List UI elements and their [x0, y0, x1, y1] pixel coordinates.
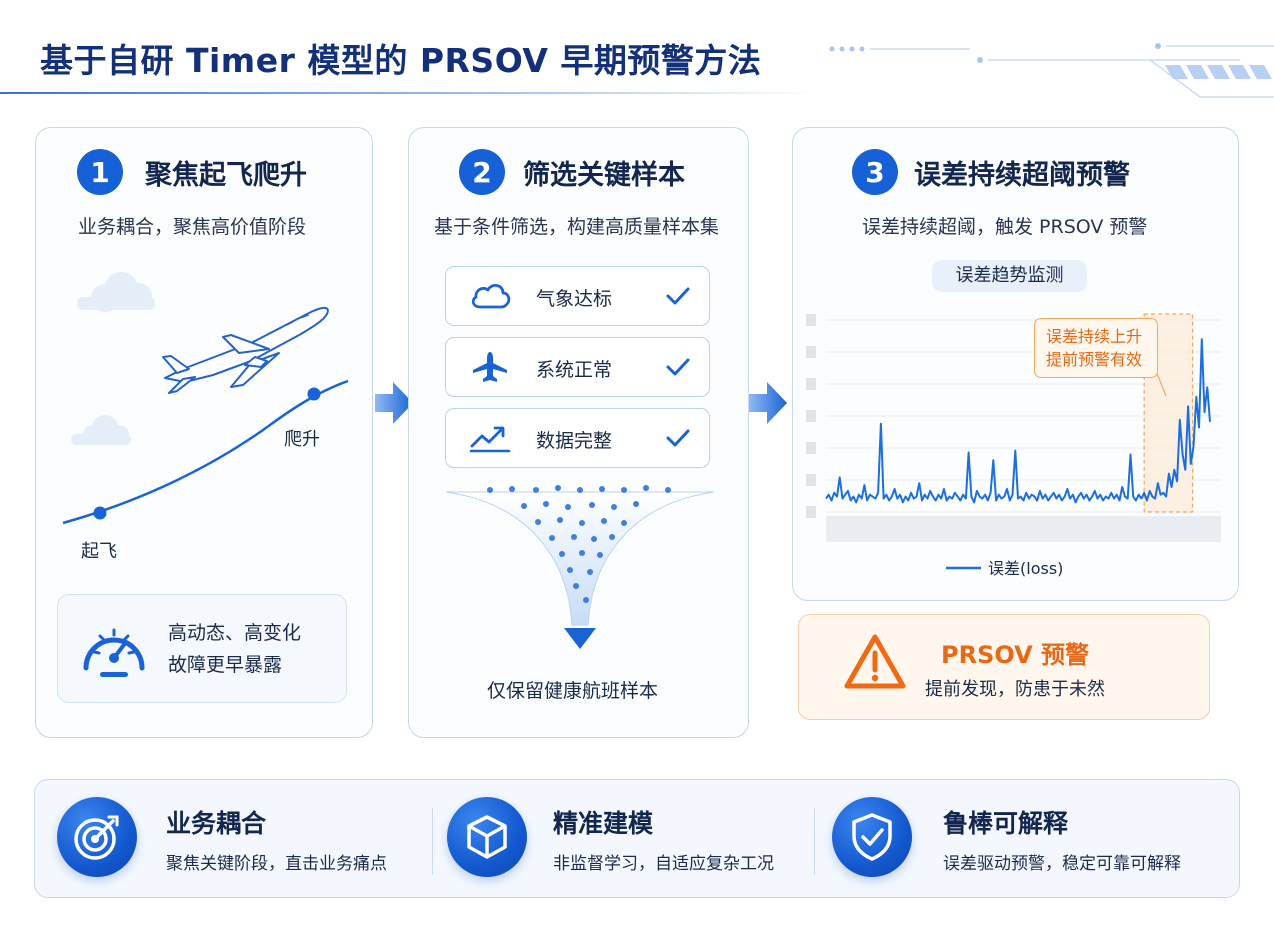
- filter-funnel-illustration: [445, 485, 715, 649]
- step2-subtitle: 基于条件筛选，构建高质量样本集: [434, 216, 720, 238]
- feature-description: 误差驱动预警，稳定可靠可解释: [943, 854, 1181, 874]
- arrow-right-icon: [749, 382, 787, 424]
- step1-title: 聚焦起飞爬升: [145, 159, 307, 191]
- feature-title: 精准建模: [553, 809, 654, 838]
- check-item-label: 气象达标: [536, 288, 613, 310]
- feature-note-line-1: 高动态、高变化: [168, 622, 302, 644]
- step2-header: 2 筛选关键样本: [459, 149, 685, 195]
- chart-title: 误差趋势监测: [932, 260, 1087, 292]
- alert-description: 提前发现，防患于未然: [925, 679, 1105, 700]
- arrow-right-icon: [375, 382, 413, 424]
- feature-description: 聚焦关键阶段，直击业务痛点: [166, 854, 387, 874]
- step1-header: 1 聚焦起飞爬升: [77, 149, 307, 195]
- y-tick-placeholder: [806, 442, 816, 454]
- y-tick-placeholder: [806, 314, 816, 326]
- step1-number-badge: 1: [77, 149, 123, 195]
- flight-trajectory-line: [62, 379, 349, 525]
- y-tick-placeholder: [806, 378, 816, 390]
- feature-divider: [814, 808, 815, 875]
- step2-title: 筛选关键样本: [523, 159, 685, 191]
- y-tick-placeholder: [806, 474, 816, 486]
- airplane-icon: [473, 352, 507, 382]
- checkmark-icon: [666, 358, 690, 376]
- feature-note-line-2: 故障更早暴露: [168, 654, 283, 676]
- checkmark-icon: [666, 429, 690, 447]
- loss-trend-chart: 误差(loss): [806, 313, 1221, 578]
- climb-label: 爬升: [284, 429, 320, 450]
- check-item-label: 系统正常: [536, 359, 613, 381]
- feature-summary-bar: [34, 779, 1240, 898]
- feature-divider: [432, 808, 433, 875]
- y-tick-placeholder: [806, 506, 816, 518]
- checkmark-icon: [666, 287, 690, 305]
- title-underline: [0, 92, 820, 94]
- callout-line-1: 误差持续上升: [1046, 327, 1143, 346]
- prsov-alert-card: PRSOV 预警 提前发现，防患于未然: [798, 614, 1210, 720]
- check-item-system: 系统正常: [445, 337, 710, 397]
- target-icon: [57, 797, 137, 877]
- step2-number-badge: 2: [459, 149, 505, 195]
- check-item-weather: 气象达标: [445, 266, 710, 326]
- airplane-icon: [162, 306, 329, 394]
- chart-callout: 误差持续上升 提前预警有效: [1034, 318, 1158, 378]
- shield-check-icon: [832, 797, 912, 877]
- trend-chart-icon: [469, 426, 511, 453]
- step3-header: 3 误差持续超阈预警: [852, 149, 1130, 195]
- y-tick-placeholder: [806, 410, 816, 422]
- legend-label: 误差(loss): [988, 559, 1063, 578]
- feature-title: 业务耦合: [166, 809, 267, 838]
- filter-result-label: 仅保留健康航班样本: [487, 680, 659, 702]
- step3-number-badge: 3: [852, 149, 898, 195]
- check-item-data: 数据完整: [445, 408, 710, 468]
- page-title: 基于自研 Timer 模型的 PRSOV 早期预警方法: [40, 41, 762, 80]
- y-tick-placeholder: [806, 346, 816, 358]
- cloud-decoration-icon: [71, 415, 131, 445]
- feature-note-card: 高动态、高变化 故障更早暴露: [57, 594, 347, 703]
- takeoff-label: 起飞: [81, 541, 117, 562]
- check-item-label: 数据完整: [536, 430, 613, 452]
- takeoff-point: [93, 506, 107, 520]
- feature-title: 鲁棒可解释: [943, 809, 1069, 838]
- cloud-icon: [471, 284, 511, 309]
- climb-point: [307, 387, 321, 401]
- alert-title: PRSOV 预警: [941, 641, 1090, 669]
- step1-subtitle: 业务耦合，聚焦高价值阶段: [78, 216, 307, 238]
- feature-description: 非监督学习，自适应复杂工况: [553, 854, 774, 874]
- cube-icon: [447, 797, 527, 877]
- loss-series-line: [825, 338, 1211, 504]
- step3-title: 误差持续超阈预警: [914, 159, 1130, 191]
- warning-triangle-icon: [844, 634, 906, 689]
- flight-path-illustration: [62, 272, 349, 525]
- cloud-decoration-icon: [77, 272, 155, 312]
- step3-subtitle: 误差持续超阈，触发 PRSOV 预警: [862, 216, 1148, 238]
- callout-line-2: 提前预警有效: [1046, 350, 1143, 369]
- header-decoration: [829, 43, 1274, 98]
- x-tick-placeholder: [826, 516, 1221, 542]
- speedometer-icon: [83, 628, 145, 677]
